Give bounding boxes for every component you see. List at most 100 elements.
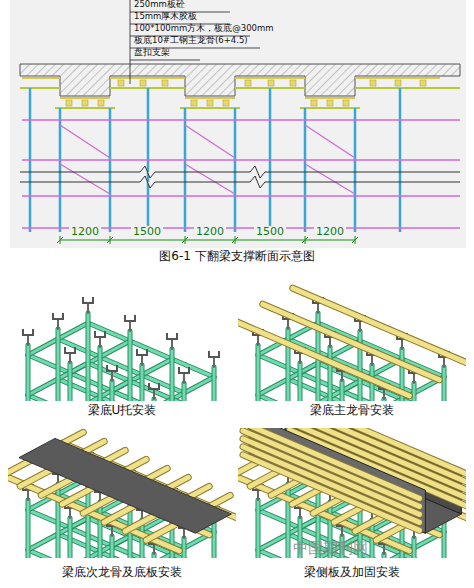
isometric-views [0, 288, 469, 588]
ledger [58, 379, 184, 401]
post [299, 363, 302, 401]
post [182, 383, 187, 401]
main-joist [238, 320, 409, 396]
u-head [83, 297, 93, 303]
dimension: 1200 [194, 226, 226, 239]
u-head-stem [57, 319, 59, 329]
post [413, 538, 416, 558]
watermark: 中国期刊网 [293, 540, 368, 557]
u-head-stem [111, 371, 113, 381]
side-waler [243, 428, 419, 498]
u-head-stem [183, 373, 185, 383]
u-head [23, 329, 33, 335]
u-head [65, 347, 75, 353]
scaffold-view [238, 288, 466, 401]
dimension: 1500 [131, 226, 163, 239]
post [27, 500, 30, 558]
post [443, 367, 446, 401]
side-waler [243, 431, 419, 507]
u-head-stem [111, 526, 113, 536]
callout-text: 100*100mm方木，板底@300mm [134, 24, 274, 34]
sub-caption: 梁底U托安装 [88, 404, 157, 418]
callout-text: 盘扣支架 [134, 48, 170, 58]
u-head-stem [443, 357, 445, 367]
callout-text: 250mm板砼 [134, 0, 185, 10]
post [111, 381, 114, 401]
dimension: 1500 [254, 226, 286, 239]
post [257, 345, 260, 401]
post [212, 367, 217, 401]
u-head-stem [99, 337, 101, 347]
callout-text: 板底10#工钢主龙骨(6+4.5) [134, 36, 248, 46]
u-head-stem [299, 508, 301, 518]
u-head-stem [183, 528, 185, 538]
post [56, 329, 61, 401]
u-head-stem [383, 389, 385, 399]
u-head-stem [317, 303, 319, 313]
u-head-stem [69, 353, 71, 363]
bottom-plank [19, 438, 231, 533]
u-head [179, 367, 189, 373]
post [27, 345, 30, 401]
u-head-stem [153, 389, 155, 399]
ledger [58, 379, 184, 401]
post [183, 538, 186, 558]
post [99, 502, 102, 558]
u-head-stem [27, 335, 29, 345]
figure-caption: 图6-1 下翻梁支撑断面示意图 [157, 250, 316, 264]
u-head [137, 349, 147, 355]
post [87, 313, 90, 401]
u-head [53, 313, 63, 319]
side-waler [243, 439, 419, 515]
post [69, 518, 72, 558]
u-head [167, 333, 177, 339]
u-head-stem [153, 544, 155, 554]
u-head [209, 351, 219, 357]
post [68, 363, 73, 401]
u-head-stem [371, 355, 373, 365]
post [328, 347, 333, 401]
post [110, 381, 115, 401]
post [442, 367, 447, 401]
drawing-ground [10, 0, 466, 248]
u-head-stem [413, 373, 415, 383]
side-waler [243, 439, 419, 515]
post [442, 522, 447, 558]
post [141, 365, 144, 401]
post [443, 522, 446, 558]
post [412, 383, 417, 401]
u-head-stem [69, 508, 71, 518]
post [26, 500, 31, 558]
post [57, 329, 60, 401]
sub-caption: 梁侧板及加固安装 [304, 566, 400, 580]
scaffold-view [8, 432, 236, 558]
post [68, 518, 73, 558]
sub-caption: 梁底次龙骨及底板安装 [62, 566, 182, 580]
u-head [107, 365, 117, 371]
dimension: 1200 [314, 226, 346, 239]
post [182, 538, 187, 558]
post [183, 383, 186, 401]
u-head-stem [359, 321, 361, 331]
u-head-stem [27, 490, 29, 500]
post [413, 383, 416, 401]
scaffold-view [23, 297, 219, 401]
post [257, 500, 260, 558]
post [111, 536, 114, 558]
u-head-stem [141, 355, 143, 365]
post [140, 365, 145, 401]
post [128, 331, 133, 401]
section-drawing [20, 0, 460, 244]
post [213, 522, 216, 558]
post [26, 345, 31, 401]
post [69, 363, 72, 401]
u-head-stem [213, 357, 215, 367]
u-head-stem [87, 303, 89, 313]
u-head-stem [171, 339, 173, 349]
post [86, 313, 91, 401]
callout-text: 15mm厚木胶板 [134, 12, 197, 22]
side-waler [243, 428, 419, 498]
sub-caption: 梁底主龙骨安装 [310, 404, 394, 418]
post [98, 502, 103, 558]
